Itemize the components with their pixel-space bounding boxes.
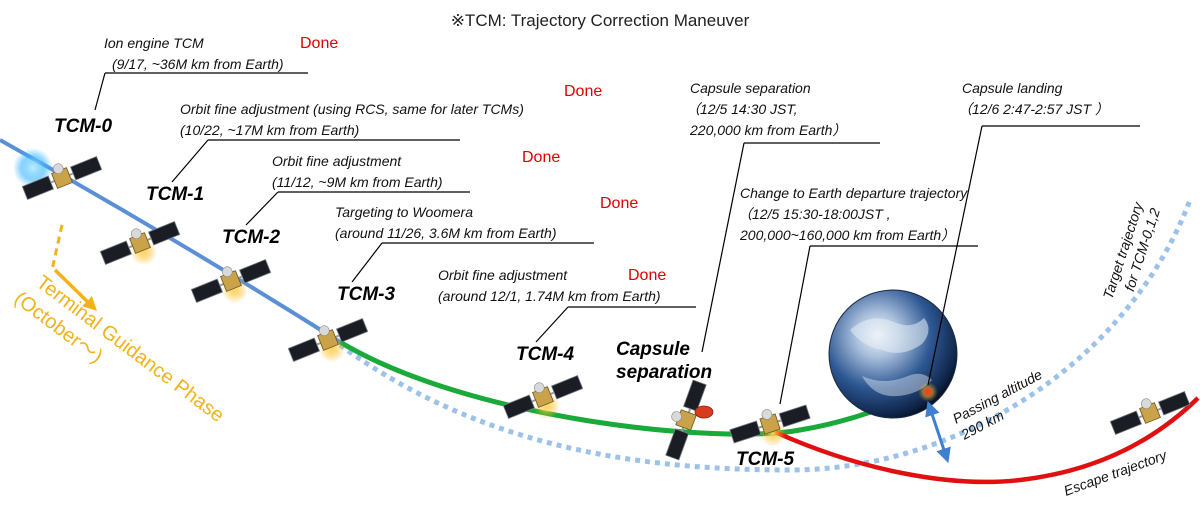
earth	[829, 290, 957, 418]
target-trajectory-label: Target trajectory for TCM-0,1,2	[1100, 197, 1165, 307]
solar-panel	[191, 279, 222, 302]
solar-panel	[1110, 411, 1141, 434]
tcm-3-label: TCM-3	[337, 284, 395, 305]
tcm-5-leader	[780, 246, 810, 404]
phase-marker-line	[52, 225, 62, 270]
solar-panel	[552, 376, 583, 399]
tcm-1-label: TCM-1	[146, 184, 204, 205]
tcm-2-label: TCM-2	[222, 227, 280, 248]
solar-panel	[100, 241, 131, 264]
tcm-1-note: Orbit fine adjustment (using RCS, same f…	[180, 101, 528, 138]
tcm-0-note: Ion engine TCM (9/17, ~36M km from Earth…	[104, 35, 284, 72]
tcm-0-done: Done	[300, 35, 338, 52]
diagram-title: ※TCM: Trajectory Correction Maneuver	[451, 11, 750, 30]
spacecraft-escape	[1107, 384, 1190, 435]
solar-panel	[779, 405, 810, 427]
tcm-2-done: Done	[522, 149, 560, 166]
tcm-4-label: TCM-4	[516, 344, 574, 365]
tcm-0-leader	[95, 73, 105, 110]
solar-panel	[503, 395, 534, 418]
passing-altitude-label: Passing altitude 290 km	[949, 364, 1057, 443]
solar-panel	[71, 157, 102, 180]
capsule-separation-note: Capsule separation （12/5 14:30 JST, 220,…	[686, 80, 846, 138]
solar-panel	[337, 319, 368, 342]
tcm-3-note: Targeting to Woomera (around 11/26, 3.6M…	[335, 204, 557, 241]
solar-panel	[288, 338, 319, 361]
spacecraft-tcm-3	[285, 311, 373, 376]
landing-point	[924, 388, 932, 396]
tcm-3-leader	[352, 243, 382, 282]
tcm-4-leader	[536, 307, 568, 342]
passing-altitude-arrow	[930, 408, 946, 456]
re-entry-capsule	[695, 406, 713, 418]
tcm-1-leader	[172, 140, 208, 182]
tcm-0-label: TCM-0	[54, 116, 112, 137]
tcm-1-done: Done	[564, 83, 602, 100]
capsule-separation-label: Capsule separation	[616, 339, 712, 383]
capsule-landing-note: Capsule landing （12/6 2:47-2:57 JST ）	[958, 80, 1109, 117]
tcm-2-note: Orbit fine adjustment (11/12, ~9M km fro…	[272, 153, 443, 190]
tcm-5-note: Change to Earth departure trajectory （12…	[738, 185, 971, 243]
solar-panel	[730, 421, 761, 443]
spacecraft-tcm-1	[97, 214, 185, 279]
tcm-3-done: Done	[600, 195, 638, 212]
spacecraft-capsule-separation	[658, 377, 707, 460]
tcm-2-leader	[246, 192, 278, 225]
capsule-separation-leader	[702, 143, 744, 352]
spacecraft-tcm-2	[188, 252, 276, 317]
terminal-guidance-phase: Terminal Guidance Phase (October～)	[10, 225, 233, 451]
tcm-4-done: Done	[628, 267, 666, 284]
tcm-5-label: TCM-5	[736, 449, 794, 470]
solar-panel	[240, 260, 271, 283]
solar-panel	[666, 429, 689, 460]
spacecraft-tcm-4	[500, 368, 588, 433]
